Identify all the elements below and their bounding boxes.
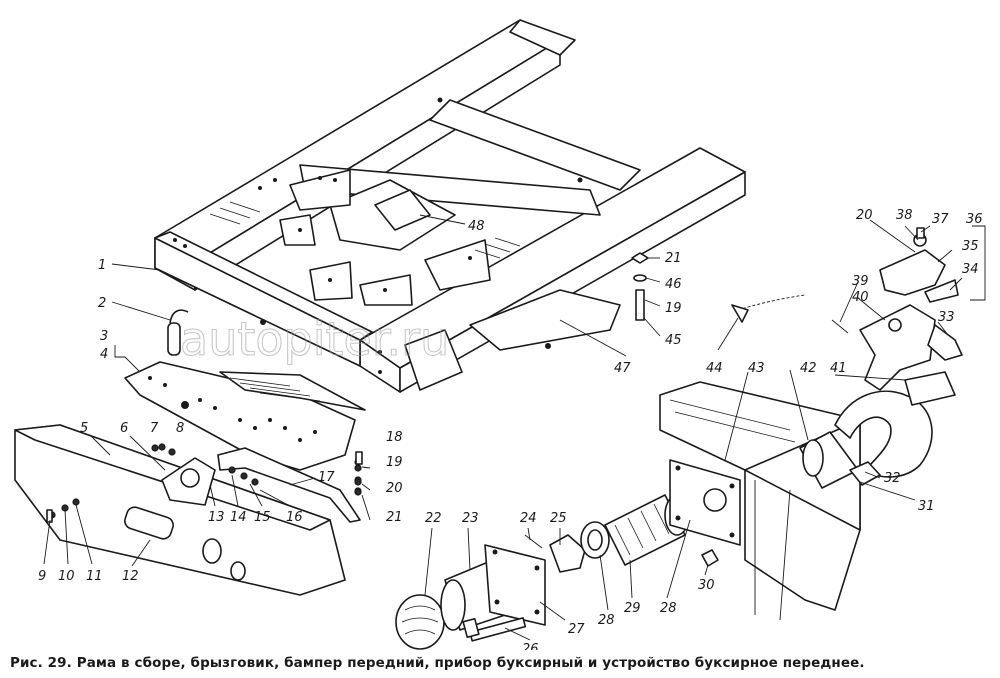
callout-3: 3 bbox=[100, 329, 108, 344]
exploded-assembly-drawing: autopiter.ru bbox=[14, 19, 986, 650]
callout-14: 14 bbox=[230, 510, 247, 525]
towing-device bbox=[395, 459, 741, 650]
callout-15: 15 bbox=[254, 510, 271, 525]
callout-4: 4 bbox=[100, 347, 108, 362]
callout-34: 34 bbox=[962, 262, 979, 277]
callout-28: 28 bbox=[598, 613, 615, 628]
callout-35: 35 bbox=[962, 239, 979, 254]
callout-45: 45 bbox=[665, 333, 682, 348]
callout-36: 36 bbox=[966, 212, 983, 227]
callout-1: 1 bbox=[98, 258, 106, 273]
callout-19-b: 19 bbox=[665, 301, 682, 316]
callout-40: 40 bbox=[852, 290, 869, 305]
callout-28-b: 28 bbox=[660, 601, 677, 616]
leader-lines bbox=[43, 214, 986, 641]
callout-43: 43 bbox=[748, 361, 765, 376]
watermark: autopiter.ru bbox=[180, 312, 449, 366]
callout-26: 26 bbox=[522, 642, 539, 650]
callout-6: 6 bbox=[120, 421, 128, 436]
callout-5: 5 bbox=[80, 421, 88, 436]
callout-44: 44 bbox=[706, 361, 723, 376]
callout-46: 46 bbox=[665, 277, 682, 292]
rivets bbox=[173, 97, 583, 374]
mudguard-assembly bbox=[124, 309, 366, 471]
callout-19: 19 bbox=[386, 455, 403, 470]
callout-25: 25 bbox=[550, 511, 567, 526]
callout-9: 9 bbox=[38, 569, 46, 584]
callout-33: 33 bbox=[938, 310, 955, 325]
callout-11: 11 bbox=[86, 569, 103, 584]
callout-24: 24 bbox=[520, 511, 537, 526]
callout-7: 7 bbox=[150, 421, 159, 436]
callout-27: 27 bbox=[568, 622, 585, 637]
callout-13: 13 bbox=[208, 510, 225, 525]
callout-12: 12 bbox=[122, 569, 139, 584]
callout-8: 8 bbox=[176, 421, 184, 436]
callout-22: 22 bbox=[425, 511, 442, 526]
callout-47: 47 bbox=[614, 361, 631, 376]
callout-37: 37 bbox=[932, 212, 949, 227]
callout-17: 17 bbox=[318, 470, 335, 485]
front-bumper-assembly bbox=[14, 424, 362, 596]
callout-42: 42 bbox=[800, 361, 817, 376]
callout-10: 10 bbox=[58, 569, 75, 584]
callout-20-b: 20 bbox=[856, 208, 873, 223]
front-tow-hook-assembly bbox=[631, 227, 963, 621]
callout-31: 31 bbox=[918, 499, 935, 514]
callout-2: 2 bbox=[98, 296, 106, 311]
small-fasteners bbox=[46, 444, 363, 523]
callout-21-b: 21 bbox=[665, 251, 682, 266]
callout-39: 39 bbox=[852, 274, 869, 289]
callout-18: 18 bbox=[386, 430, 403, 445]
callout-30: 30 bbox=[698, 578, 715, 593]
callout-29: 29 bbox=[624, 601, 641, 616]
callout-32: 32 bbox=[884, 471, 901, 486]
callout-38: 38 bbox=[896, 208, 913, 223]
callout-48: 48 bbox=[468, 219, 485, 234]
callout-41: 41 bbox=[830, 361, 847, 376]
callout-21: 21 bbox=[386, 510, 403, 525]
frame-assembly bbox=[154, 19, 746, 393]
callout-numbers: 1 2 3 4 5 6 7 8 9 10 11 12 13 14 15 16 1… bbox=[38, 208, 983, 650]
callout-16: 16 bbox=[286, 510, 303, 525]
callout-20: 20 bbox=[386, 481, 403, 496]
callout-23: 23 bbox=[462, 511, 479, 526]
mudguard-holes bbox=[148, 376, 317, 442]
figure-caption: Рис. 29. Рама в сборе, брызговик, бампер… bbox=[10, 655, 865, 671]
